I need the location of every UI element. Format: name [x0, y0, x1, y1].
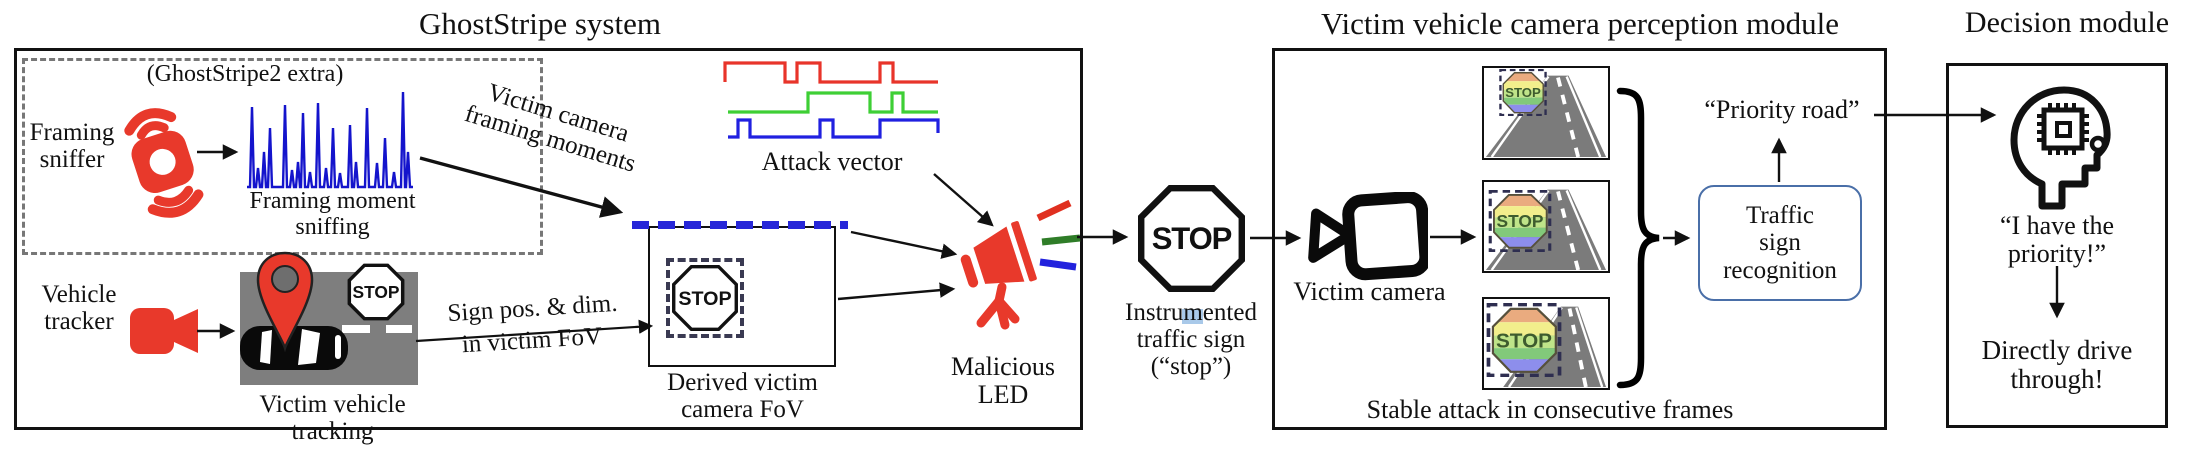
victim-tracking-scene: STOP [240, 251, 418, 385]
lane-dash [386, 325, 412, 333]
camera-frame-1: STOP [1482, 66, 1610, 160]
signal-sniffer-icon [124, 108, 204, 218]
tracker-camera-icon [130, 308, 198, 354]
rainbow-stop-text: STOP [1497, 211, 1544, 231]
camera-frame-2: STOP [1482, 180, 1610, 273]
derived-fov-label: Derived victim camera FoV [667, 369, 818, 423]
framing-moment-label: Framing moment sniffing [249, 188, 416, 240]
decision-box [1946, 63, 2168, 428]
ghoststripe-title: GhostStripe system [419, 6, 661, 41]
framing-sniffer-label: Framing sniffer [29, 119, 115, 173]
malicious-led-icon [960, 199, 1081, 330]
rainbow-stop-text: STOP [1496, 329, 1552, 352]
camera-frame-3: STOP [1482, 297, 1610, 390]
malicious-led-label: Malicious LED [951, 352, 1055, 409]
victim-camera-icon [1308, 192, 1428, 281]
ghoststripe2-extra-label: (GhostStripe2 extra) [146, 61, 344, 87]
vehicle-tracker-label: Vehicle tracker [41, 281, 117, 335]
priority-road-label: “Priority road” [1704, 95, 1860, 124]
ghoststripe-box [14, 48, 1083, 430]
rainbow-stop-text: STOP [1505, 85, 1541, 100]
rainbow-stop-sign: STOP [1499, 69, 1547, 116]
instrumented-stop-text: STOP [1152, 221, 1232, 256]
perception-title: Victim vehicle camera perception module [1320, 6, 1840, 41]
fov-stop-text: STOP [678, 288, 731, 310]
drive-through-label: Directly drive through! [1981, 335, 2133, 394]
stable-attack-caption: Stable attack in consecutive frames [1366, 395, 1734, 424]
priority-quote: “I have the priority!” [1999, 211, 2115, 268]
fov-stop-sign: STOP [672, 265, 738, 331]
chip-icon [2041, 107, 2085, 151]
scene-stop-text: STOP [352, 282, 399, 302]
sign-bounding-box [666, 258, 744, 338]
tracking-caption: Victim vehicle tracking [259, 391, 406, 445]
rainbow-stop-sign: STOP [1486, 303, 1562, 377]
red-ray [1036, 199, 1072, 222]
lane-dash [342, 325, 370, 333]
text-highlight [1182, 309, 1203, 324]
traffic-sign-recognition-box: Traffic sign recognition [1698, 185, 1862, 301]
ai-head-icon [2010, 86, 2111, 210]
instrumented-stop-sign: STOP [1138, 185, 1245, 292]
green-ray [1041, 234, 1081, 246]
victim-car-icon [240, 326, 348, 370]
decision-title: Decision module [1964, 6, 2170, 39]
attack-vector-label: Attack vector [761, 147, 903, 176]
instrumented-sign-label: Instrumented traffic sign (“stop”) [1125, 299, 1257, 380]
victim-camera-label: Victim camera [1293, 277, 1446, 306]
scene-stop-sign: STOP [347, 263, 405, 321]
blue-ray [1039, 258, 1077, 271]
rainbow-stop-sign: STOP [1488, 190, 1552, 252]
location-pin-icon [256, 251, 314, 352]
